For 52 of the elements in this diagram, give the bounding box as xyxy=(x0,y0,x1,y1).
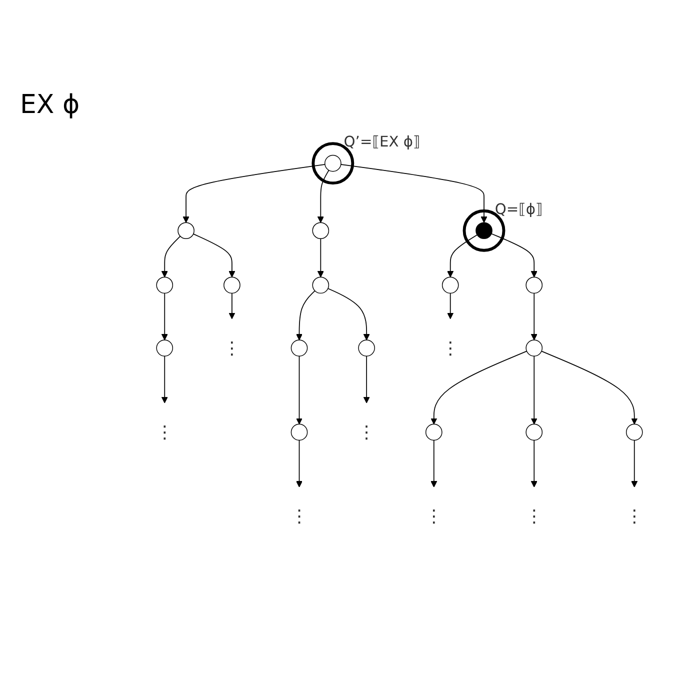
node-circle xyxy=(476,222,492,240)
node-text: ⋮ xyxy=(223,338,241,358)
node-circle xyxy=(224,276,240,294)
node-circle xyxy=(156,276,174,294)
node-circle xyxy=(526,340,543,356)
node-circle xyxy=(442,276,459,294)
node-circle xyxy=(178,222,194,240)
node-circle xyxy=(156,340,174,356)
arrow xyxy=(328,288,370,340)
arrow xyxy=(296,356,302,424)
node-text: ⋮ xyxy=(442,338,460,358)
node-circle xyxy=(526,424,543,441)
node-circle xyxy=(290,340,308,356)
node-circle xyxy=(312,276,330,294)
node-text: ⋮ xyxy=(525,506,543,527)
arrow xyxy=(530,292,538,340)
arrow xyxy=(541,350,638,424)
arrow xyxy=(447,292,454,320)
node-text: ⋮ xyxy=(156,422,174,442)
arrow xyxy=(491,233,538,278)
arrow xyxy=(296,440,302,488)
arrow xyxy=(161,236,181,278)
node-circle xyxy=(626,424,643,441)
arrow xyxy=(317,238,324,278)
node-text: ⋮ xyxy=(290,506,308,527)
node-circle xyxy=(324,154,342,172)
arrow xyxy=(228,292,236,320)
node-circle xyxy=(312,222,330,240)
node-text: ⋮ xyxy=(425,506,443,527)
arrow xyxy=(296,290,316,340)
arrow xyxy=(363,356,370,404)
arrow xyxy=(317,170,330,223)
arrow xyxy=(430,440,438,488)
arrow xyxy=(631,440,638,488)
node-text: ⋮ xyxy=(626,506,644,527)
node-circle xyxy=(290,424,308,441)
arrow xyxy=(430,350,528,424)
arrow xyxy=(530,356,538,424)
node-circle xyxy=(358,340,375,356)
node-circle xyxy=(526,276,543,294)
arrow xyxy=(161,292,168,340)
node-label: Q=⟦ϕ⟧ xyxy=(494,200,543,218)
arrow xyxy=(530,440,538,488)
arrow xyxy=(192,234,236,278)
arrow xyxy=(447,234,478,278)
node-circle xyxy=(425,424,442,441)
arrow xyxy=(340,164,488,223)
formula-label: EX ϕ xyxy=(20,90,80,120)
arrow xyxy=(161,356,168,404)
node-text: ⋮ xyxy=(358,422,376,442)
node-label: Q’=⟦EX ϕ⟧ xyxy=(344,132,420,150)
arrow xyxy=(182,164,326,223)
